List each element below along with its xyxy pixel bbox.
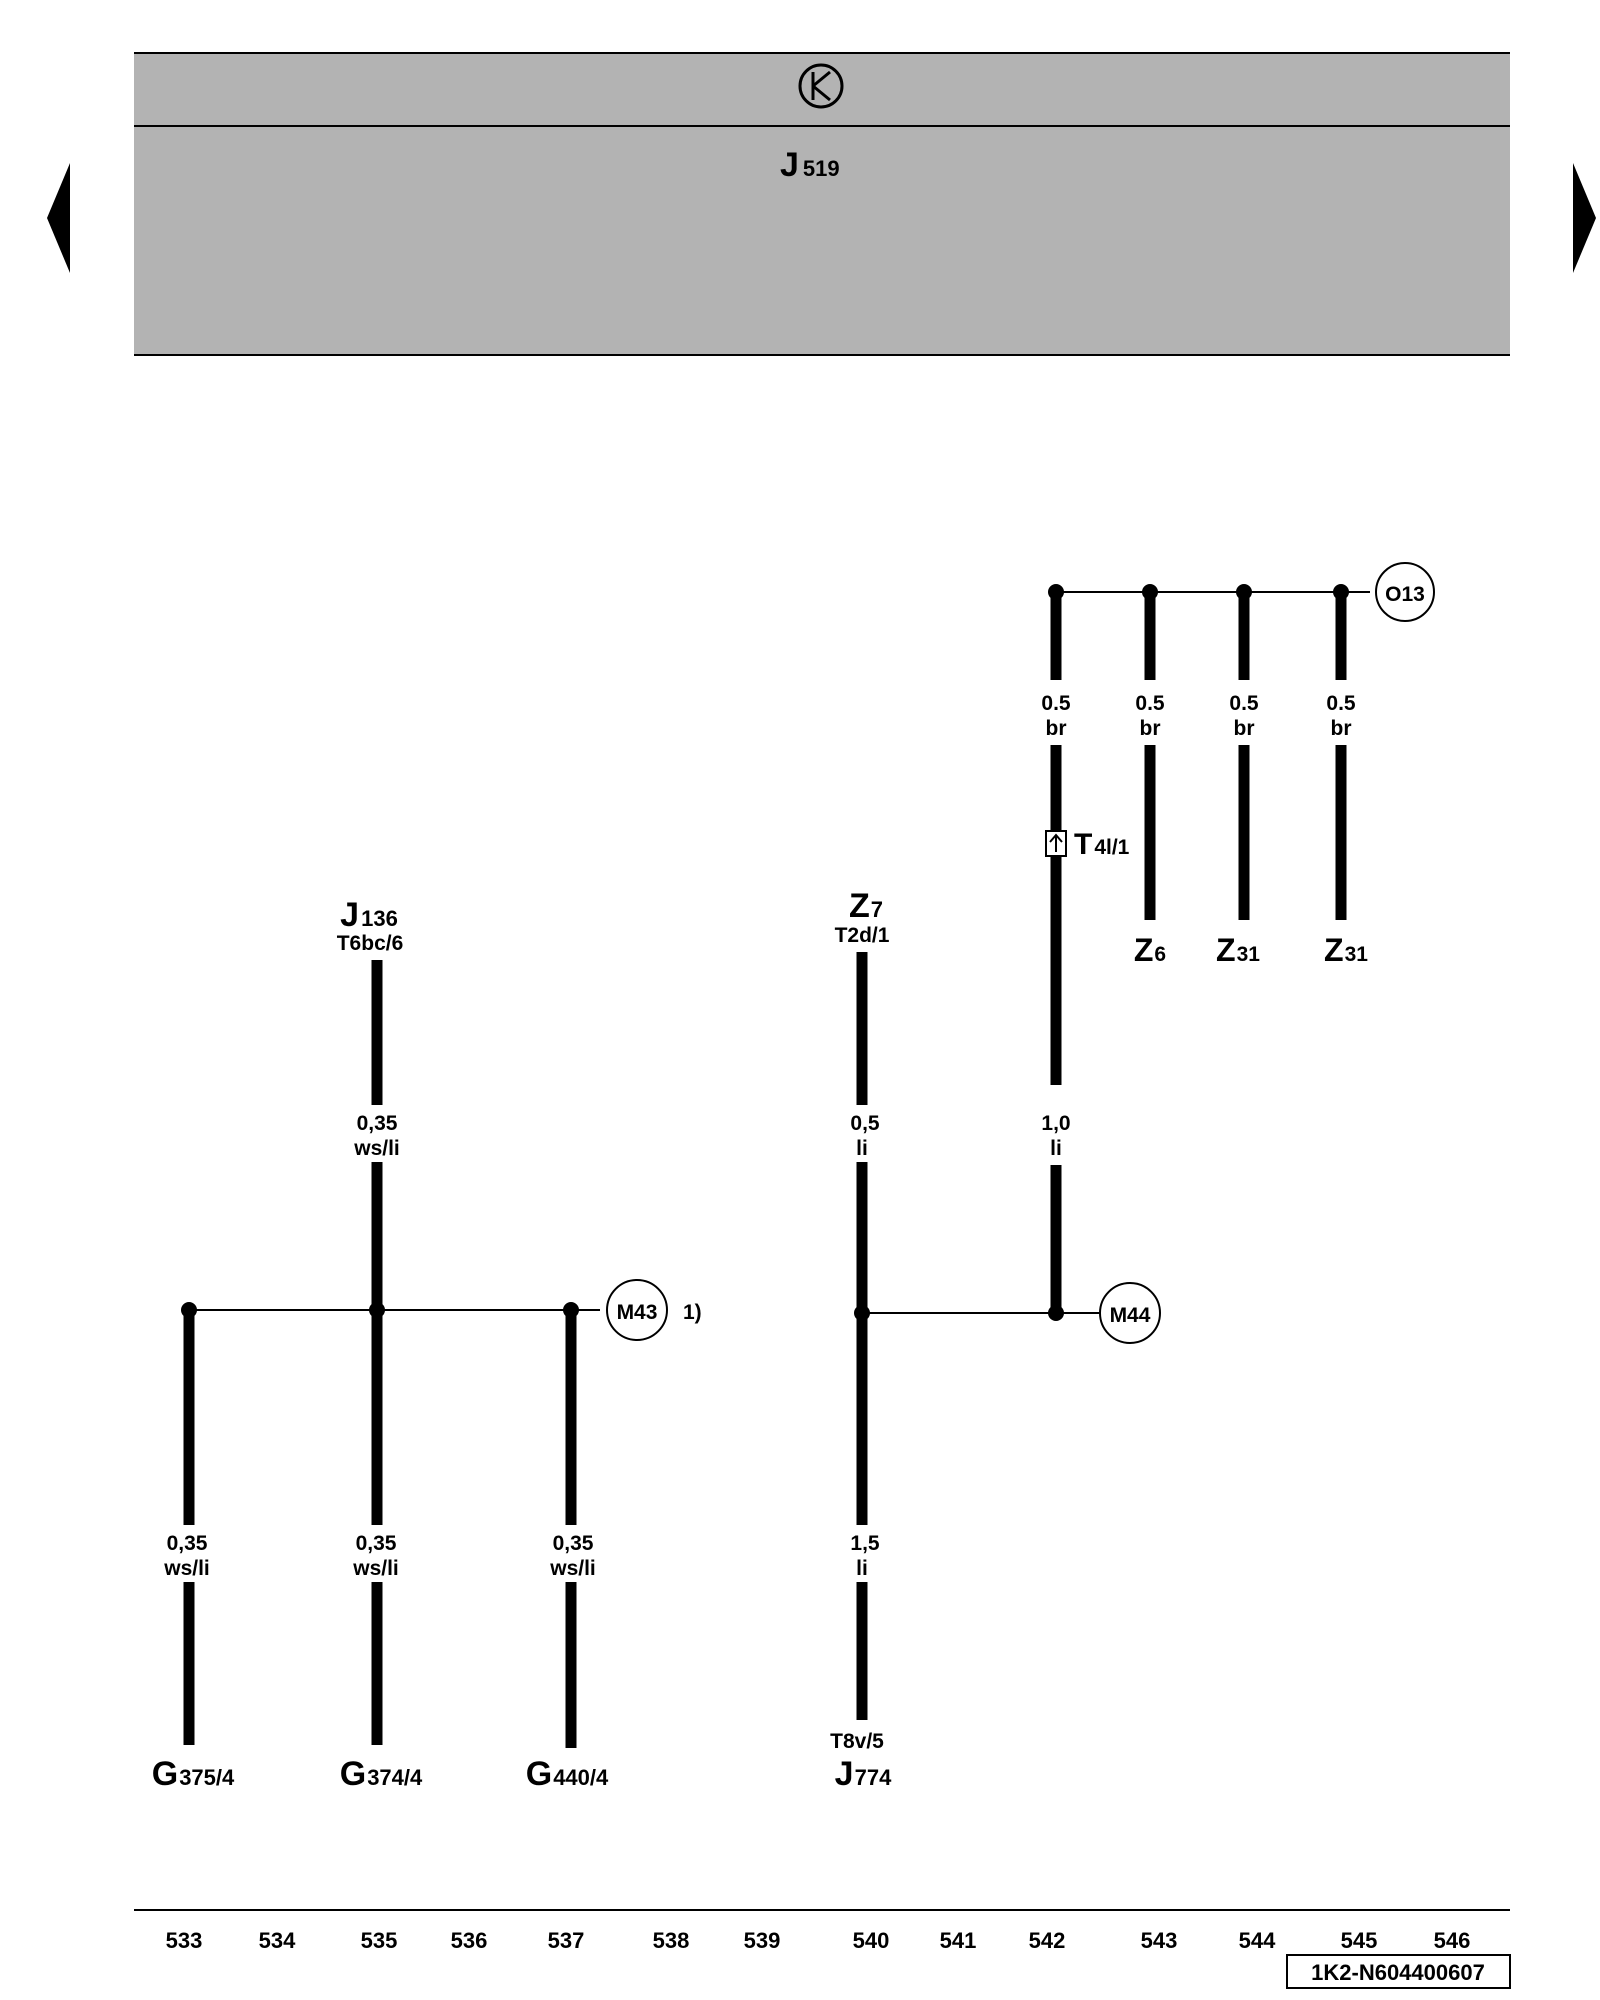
wire-z31-a: 0.5 br Z31 [1216, 592, 1260, 968]
component-z6-label: Z6 [1134, 932, 1166, 968]
wire-size-label: 0.5 [1041, 692, 1071, 715]
wire-color-label: ws/li [353, 1137, 400, 1160]
wire-color-label: ws/li [163, 1557, 210, 1580]
component-j774-label: J774 [835, 1755, 892, 1793]
document-code-label: 1K2-N604400607 [1311, 1960, 1485, 1985]
component-z31-label: Z31 [1216, 932, 1260, 968]
component-z31-label: Z31 [1324, 932, 1368, 968]
document-code-box [1286, 1954, 1511, 1989]
wire-size-label: 0.5 [1135, 692, 1165, 715]
wire-z6: 0.5 br Z6 [1134, 592, 1166, 968]
wire-color-label: li [856, 1137, 868, 1160]
track-number: 545 [1341, 1928, 1378, 1953]
wire-size-label: 0,35 [356, 1532, 397, 1555]
wire-size-label: 0,5 [850, 1112, 880, 1135]
wire-size-label: 1,5 [850, 1532, 880, 1555]
track-number: 542 [1029, 1928, 1066, 1953]
wire-color-label: br [1046, 717, 1067, 740]
wire-color-label: li [856, 1557, 868, 1580]
wire-size-label: 0.5 [1326, 692, 1356, 715]
track-number: 536 [451, 1928, 488, 1953]
wire-size-label: 1,0 [1041, 1112, 1070, 1135]
wire-color-label: br [1234, 717, 1255, 740]
track-number: 541 [940, 1928, 977, 1953]
wire-color-label: ws/li [352, 1557, 399, 1580]
wire-j136: J136 T6bc/6 0,35 ws/li [337, 896, 404, 1310]
wire-color-label: br [1331, 717, 1352, 740]
ground-point-m43 [606, 1279, 668, 1341]
footer: 533 534 535 536 537 538 539 540 541 542 543 544 545 5… [134, 1909, 1511, 1989]
wire-size-label: 0.5 [1229, 692, 1259, 715]
wire-size-label: 0,35 [167, 1532, 208, 1555]
connector-t4l-label: T4l/1 [1074, 828, 1130, 861]
wire-color-label: li [1050, 1137, 1062, 1160]
track-number: 540 [853, 1928, 890, 1953]
ground-symbol-icon [798, 63, 844, 109]
ground-point-m44 [1099, 1282, 1161, 1344]
track-number: 538 [653, 1928, 690, 1953]
pin-t6bc-label: T6bc/6 [337, 932, 404, 955]
wire-z7-j774: Z7 T2d/1 0,5 li 1,5 li T8v/5 J774 M44 [830, 887, 1161, 1793]
component-g440-label: G440/4 [526, 1755, 609, 1793]
control-unit-box [134, 53, 1510, 355]
footnote-marker: 1) [683, 1301, 702, 1324]
track-number: 543 [1141, 1928, 1178, 1953]
component-j136-label: J136 [340, 896, 398, 934]
ground-point-o13 [1375, 562, 1435, 622]
wire-color-label: br [1140, 717, 1161, 740]
component-g374-label: G374/4 [340, 1755, 423, 1793]
track-number: 544 [1239, 1928, 1276, 1953]
wire-g374: 0,35 ws/li G374/4 [340, 1310, 423, 1793]
wire-color-label: ws/li [549, 1557, 596, 1580]
track-number: 534 [259, 1928, 296, 1953]
wire-g375: 0,35 ws/li G375/4 [152, 1310, 235, 1793]
track-number: 537 [548, 1928, 585, 1953]
ground-point-m44-label: M44 [1110, 1304, 1151, 1327]
wire-z-feed: 0.5 br T4l/1 1,0 li [1041, 592, 1130, 1321]
previous-page-arrow-icon[interactable] [47, 163, 70, 273]
pin-t2d-label: T2d/1 [835, 924, 890, 947]
next-page-arrow-icon[interactable] [1573, 163, 1596, 273]
m43-ground-group: M43 1) [181, 1279, 702, 1341]
ground-point-o13-label: O13 [1385, 583, 1425, 606]
component-z7-label: Z7 [849, 887, 883, 925]
track-number: 533 [166, 1928, 203, 1953]
track-number: 546 [1434, 1928, 1471, 1953]
wire-g440: 0,35 ws/li G440/4 [526, 1310, 609, 1793]
track-number: 535 [361, 1928, 398, 1953]
wire-size-label: 0,35 [553, 1532, 594, 1555]
track-number: 539 [744, 1928, 781, 1953]
ground-point-m43-label: M43 [617, 1301, 658, 1324]
current-track-numbers: 533 534 535 536 537 538 539 540 541 542 543 544 545 5… [166, 1928, 1471, 1953]
pin-t8v-label: T8v/5 [830, 1730, 884, 1753]
component-g375-label: G375/4 [152, 1755, 235, 1793]
junction-dot [854, 1305, 870, 1321]
wire-size-label: 0,35 [357, 1112, 398, 1135]
wire-z31-b: 0.5 br Z31 [1324, 592, 1368, 968]
